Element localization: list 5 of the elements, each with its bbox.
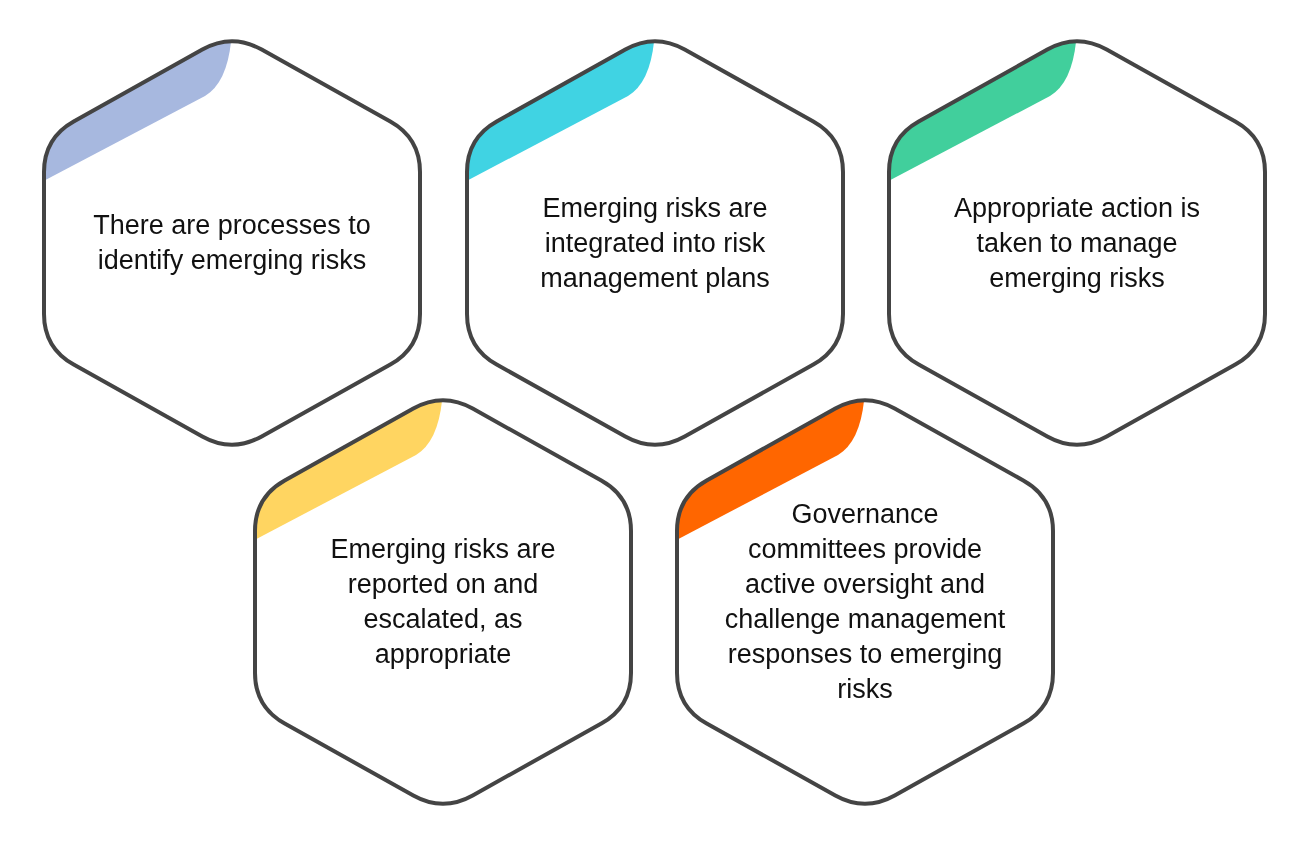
node-text: Appropriate action is taken to manage emerging risks xyxy=(952,191,1202,295)
node-text: Emerging risks are reported on and escalated, as appropriate xyxy=(329,533,557,671)
node-text: There are processes to identify emerging risks xyxy=(92,209,372,277)
node-text: Governance committees provide active oversight and challenge management responses to emerging risks xyxy=(723,498,1007,706)
node-text: Emerging risks are integrated into risk management plans xyxy=(539,191,771,295)
